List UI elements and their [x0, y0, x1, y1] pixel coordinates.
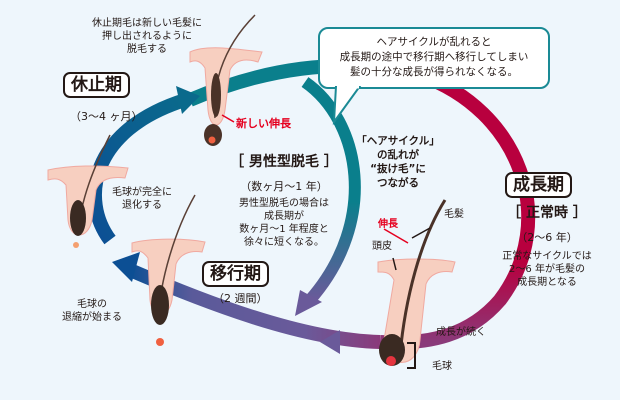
new-growth-label: 新しい伸長	[236, 117, 291, 130]
follicle-anagen	[221, 114, 456, 369]
anagen-note: 正常なサイクルでは 2～6 年が毛髪の 成長期となる	[502, 251, 592, 288]
telogen-arrowhead	[176, 86, 200, 114]
bulb-regressed-note: 毛球が完全に 退化する	[112, 187, 172, 211]
catagen-duration: （2 週間）	[213, 292, 268, 305]
growth-label: 伸長	[378, 219, 398, 230]
hair-shaft-label: 毛髪	[444, 209, 464, 220]
follicle-catagen	[131, 194, 206, 346]
disruption-callout: ヘアサイクルが乱れると 成長期の途中で移行期へ移行してしまい 髪の十分な成長が得…	[318, 27, 550, 89]
growth-continues-label: 成長が続く	[436, 327, 486, 338]
center-duration: （数ヶ月～1 年）	[240, 180, 328, 193]
disruption-note: 「ヘアサイクル」 の乱れが “抜け毛”に つながる	[356, 135, 440, 189]
center-note: 男性型脱毛の場合は 成長期が 数ヶ月～1 年程度と 徐々に短くなる。	[239, 198, 329, 248]
callout-tail	[332, 86, 362, 126]
disruption-arc	[301, 77, 361, 304]
anagen-duration: （2～6 年）	[516, 231, 578, 244]
telogen-duration: （3～4 ヶ月）	[70, 110, 143, 123]
bulb-shrinking-note: 毛球の 退縮が始まる	[62, 299, 122, 323]
phase-label-catagen: 移行期	[202, 261, 269, 287]
follicle-telogen-top	[189, 14, 263, 146]
disruption-arrowhead	[295, 290, 322, 316]
scalp-label: 頭皮	[372, 241, 392, 252]
phase-label-anagen: 成長期	[505, 172, 572, 198]
phase-label-telogen: 休止期	[63, 72, 130, 98]
anagen-end-arrowhead	[320, 330, 340, 354]
callout-line: 成長期の途中で移行期へ移行してしまい	[339, 51, 529, 63]
callout-line: 髪の十分な成長が得られなくなる。	[350, 66, 518, 78]
center-title: ［ 男性型脱毛 ］	[230, 154, 338, 170]
follicle-telogen-left	[47, 134, 129, 248]
anagen-sub: ［ 正常時 ］	[507, 205, 587, 221]
catagen-arrowhead	[112, 252, 140, 282]
telogen-shed-note: 休止期毛は新しい毛髪に 押し出されるように 脱毛する	[92, 18, 202, 55]
hair-bulb-label: 毛球	[432, 361, 452, 372]
callout-line: ヘアサイクルが乱れると	[376, 36, 492, 48]
anagen-arc	[379, 68, 536, 350]
